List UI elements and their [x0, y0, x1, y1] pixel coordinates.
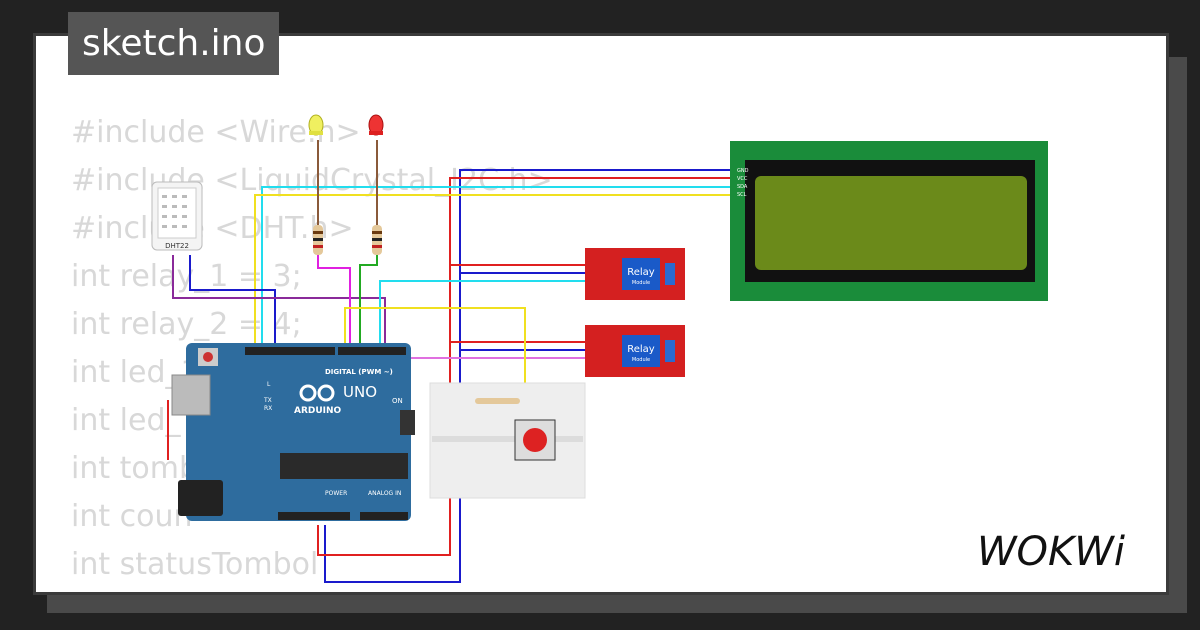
wire-relay1-in: [379, 280, 585, 350]
arduino-brand-label: ARDUINO: [294, 406, 342, 416]
wokwi-logo-text: WOKWi: [977, 529, 1125, 575]
relay-module-1[interactable]: Relay Module: [585, 248, 685, 300]
wires: [167, 140, 730, 583]
wokwi-logo: WOKWi: [977, 529, 1125, 575]
relay-module-2[interactable]: Relay Module: [585, 325, 685, 377]
lcd-display[interactable]: GND VCC SDA SCL: [730, 141, 1048, 301]
relay1-sub: Module: [632, 280, 650, 286]
led-yellow[interactable]: [308, 114, 324, 136]
dht22-sensor[interactable]: DHT22: [151, 181, 203, 251]
lcd-pin-vcc: VCC: [737, 176, 748, 182]
dht22-label: DHT22: [165, 242, 189, 250]
arduino-power-label: POWER: [325, 490, 347, 497]
lcd-pin-sda: SDA: [737, 184, 748, 190]
relay2-title: Relay: [627, 344, 655, 355]
code-line: int tomb: [71, 451, 199, 486]
relay1-title: Relay: [627, 267, 655, 278]
lcd-pin-gnd: GND: [737, 168, 749, 174]
wire-dht-vcc: [172, 255, 386, 350]
breadboard[interactable]: [429, 382, 586, 499]
relay2-sub: Module: [632, 357, 650, 363]
arduino-model-label: UNO: [343, 383, 377, 401]
wire-lcd-gnd: [324, 169, 730, 583]
wire-dht-data: [189, 255, 276, 350]
arduino-l-label: L: [267, 381, 271, 388]
resistor-2[interactable]: [372, 225, 382, 255]
wire-relay2-in: [394, 350, 585, 359]
arduino-on-label: ON: [392, 397, 403, 405]
arduino-digital-label: DIGITAL (PWM ~): [325, 368, 393, 376]
arduino-uno[interactable]: DIGITAL (PWM ~) UNO ARDUINO ON L TX RX P…: [171, 343, 415, 521]
wire-res2: [359, 255, 378, 350]
arduino-rx-label: RX: [264, 405, 272, 412]
led-red[interactable]: [368, 114, 384, 136]
arduino-analog-label: ANALOG IN: [368, 490, 401, 497]
code-line: int led_: [71, 403, 181, 438]
arduino-tx-label: TX: [263, 397, 272, 404]
wire-button: [344, 307, 526, 420]
code-line: int relay_2 = 4;: [71, 307, 302, 342]
wire-lcd-sda: [261, 186, 730, 350]
resistor-1[interactable]: [313, 225, 323, 255]
code-line: #include <Wire.h>: [71, 115, 361, 150]
code-line: int statusTombol: [71, 547, 319, 582]
lcd-pin-scl: SCL: [737, 192, 747, 198]
wire-lcd-vcc: [317, 177, 730, 556]
sketch-title: sketch.ino: [68, 12, 280, 75]
code-background: #include <Wire.h>#include <LiquidCrystal…: [71, 109, 553, 589]
